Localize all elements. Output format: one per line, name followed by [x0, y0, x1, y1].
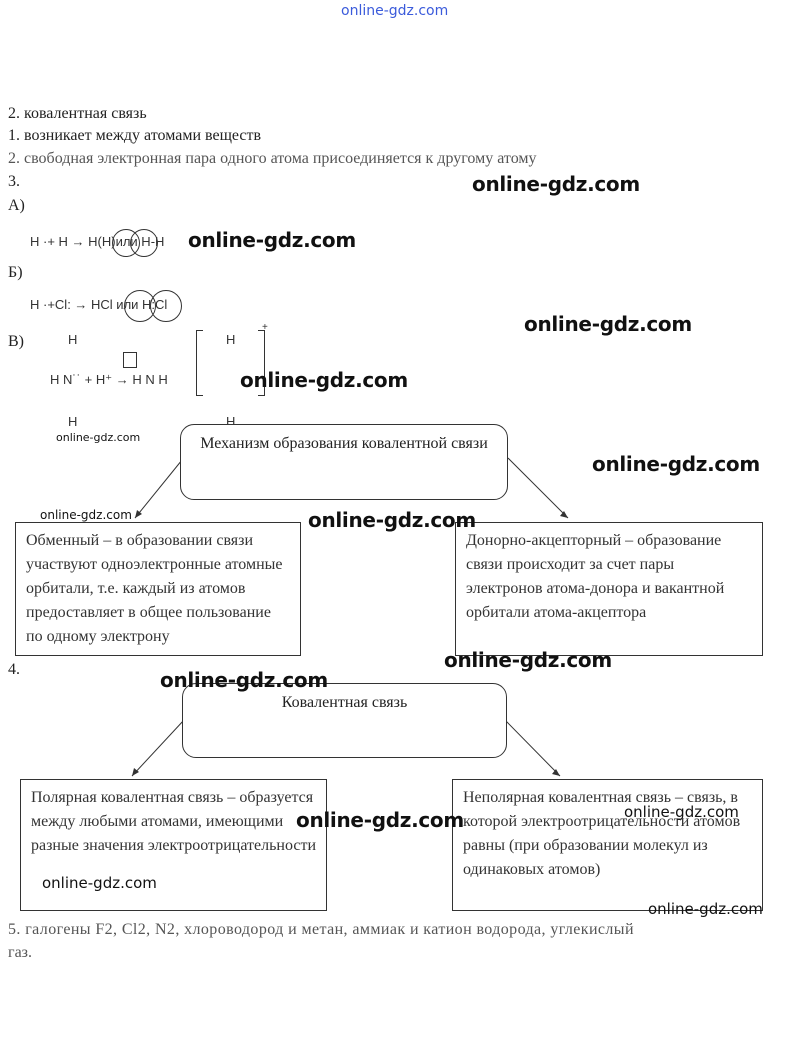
watermark: online-gdz.com	[444, 648, 612, 672]
vacant-orbital-square	[123, 352, 137, 368]
bracket-left	[196, 330, 203, 396]
ammonium-bottom-h: H	[226, 414, 236, 429]
answer-3-label: 3.	[8, 173, 20, 190]
ammonium-top-h: H	[226, 332, 236, 347]
orbital-circle	[130, 229, 158, 257]
answer-5: 5. галогены F2, Cl2, N2, хлороводород и …	[8, 921, 634, 938]
watermark: online-gdz.com	[624, 803, 739, 821]
orbital-circle	[150, 290, 182, 322]
watermark: online-gdz.com	[188, 228, 356, 252]
polar-bond-box: Полярная ковалентная связь – образуется …	[20, 779, 327, 911]
watermark: online-gdz.com	[240, 368, 408, 392]
formula-ammonium: H N˙˙ + H⁺ → H N H	[50, 372, 168, 387]
watermark: online-gdz.com	[40, 508, 132, 522]
watermark: online-gdz.com	[648, 900, 763, 918]
watermark: online-gdz.com	[56, 431, 141, 444]
ammonia-bottom-h: H	[68, 414, 78, 429]
charge-plus: +	[262, 322, 268, 333]
bracket-right	[258, 330, 265, 396]
label-v: В)	[8, 333, 24, 350]
label-a: А)	[8, 197, 25, 214]
watermark: online-gdz.com	[524, 312, 692, 336]
watermark: online-gdz.com	[472, 172, 640, 196]
exchange-mechanism-box: Обменный – в образовании связи участвуют…	[15, 522, 301, 656]
mechanism-title-box: Механизм образования ковалентной связи	[180, 424, 508, 500]
watermark: online-gdz.com	[296, 808, 464, 832]
answer-4-label: 4.	[8, 661, 20, 678]
donor-acceptor-box: Донорно-акцепторный – образование связи …	[455, 522, 763, 656]
answer-1: 1. возникает между атомами веществ	[8, 127, 262, 144]
nonpolar-bond-box: Неполярная ковалентная связь – связь, в …	[452, 779, 763, 911]
watermark: online-gdz.com	[592, 452, 760, 476]
covalent-bond-title-box: Ковалентная связь	[182, 683, 507, 758]
heading-covalent: 2. ковалентная связь	[8, 105, 147, 122]
answer-5-cont: газ.	[8, 944, 32, 961]
watermark: online-gdz.com	[42, 874, 157, 892]
ammonia-top-h: H	[68, 332, 78, 347]
label-b: Б)	[8, 264, 23, 281]
watermark-top: online-gdz.com	[341, 3, 449, 19]
watermark: online-gdz.com	[308, 508, 476, 532]
answer-2: 2. свободная электронная пара одного ато…	[8, 150, 537, 167]
watermark: online-gdz.com	[160, 668, 328, 692]
